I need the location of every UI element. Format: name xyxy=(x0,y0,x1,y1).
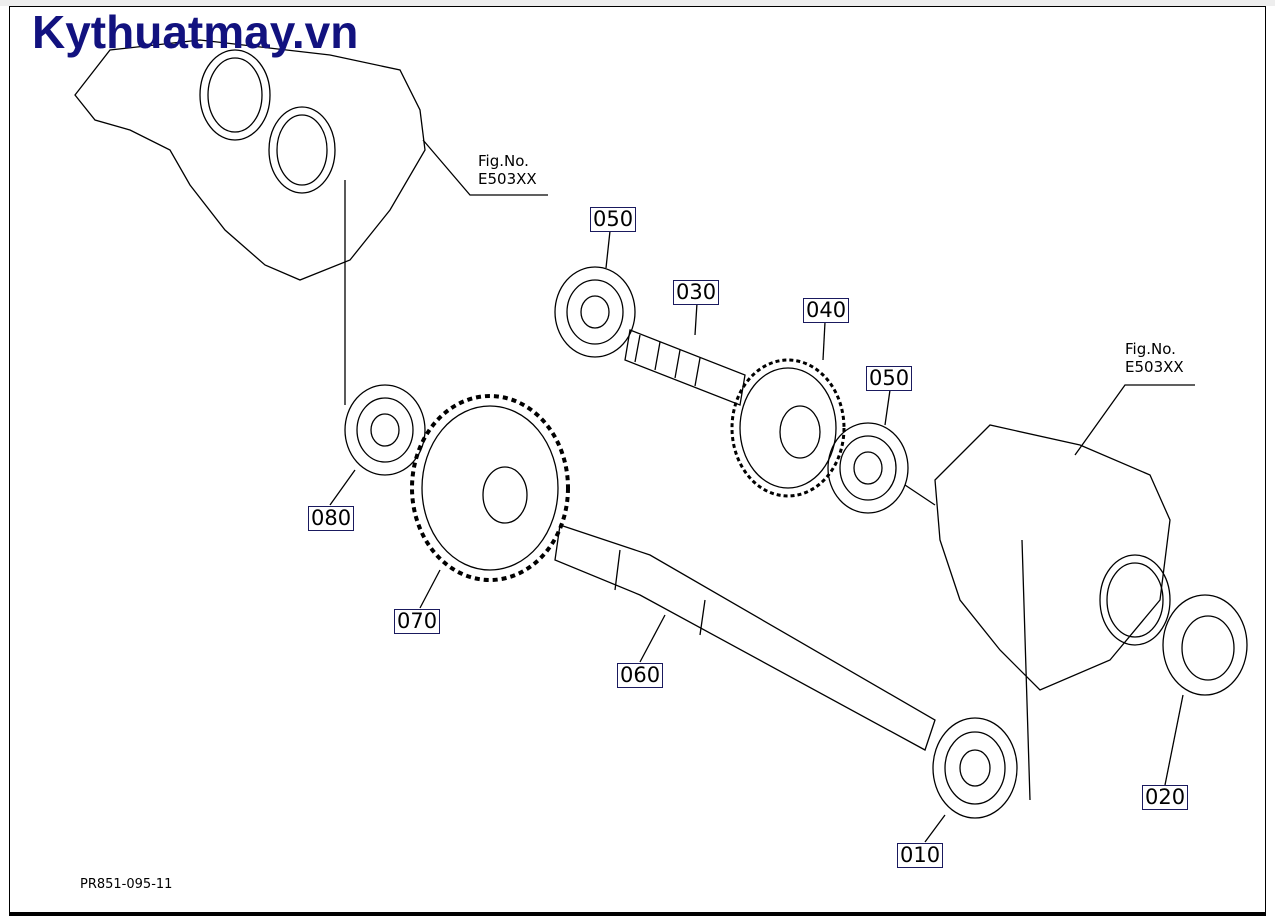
callout-030[interactable]: 030 xyxy=(673,280,720,305)
gear-070 xyxy=(410,394,570,609)
bearing-010 xyxy=(924,539,1031,843)
gear-040 xyxy=(730,321,846,498)
callout-050-right[interactable]: 050 xyxy=(866,366,913,391)
shaft-060 xyxy=(554,524,936,751)
callout-060[interactable]: 060 xyxy=(617,663,664,688)
fig-label: Fig.No. xyxy=(478,152,529,170)
bearing-080 xyxy=(329,384,426,506)
top-strip xyxy=(0,0,1275,6)
bearing-050-right xyxy=(827,389,936,514)
seal-020 xyxy=(1162,594,1248,786)
callout-040[interactable]: 040 xyxy=(803,298,850,323)
callout-020[interactable]: 020 xyxy=(1142,785,1189,810)
drawing-frame xyxy=(9,6,1266,916)
figure-ref-left: Fig.No. E503XX xyxy=(478,152,537,188)
figure-ref-right: Fig.No. E503XX xyxy=(1125,340,1184,376)
drawing-code: PR851-095-11 xyxy=(80,877,173,892)
housing-right xyxy=(934,384,1195,691)
splined-shaft-030 xyxy=(624,302,746,406)
housing-left xyxy=(74,39,548,405)
callout-070[interactable]: 070 xyxy=(394,609,441,634)
fig-number: E503XX xyxy=(478,170,537,188)
callout-080[interactable]: 080 xyxy=(308,506,355,531)
callout-050-top[interactable]: 050 xyxy=(590,207,637,232)
fig-number: E503XX xyxy=(1125,358,1184,376)
fig-label: Fig.No. xyxy=(1125,340,1176,358)
callout-010[interactable]: 010 xyxy=(897,843,944,868)
bearing-050-top xyxy=(554,230,636,358)
watermark-logo: Kythuatmay.vn xyxy=(32,6,359,58)
